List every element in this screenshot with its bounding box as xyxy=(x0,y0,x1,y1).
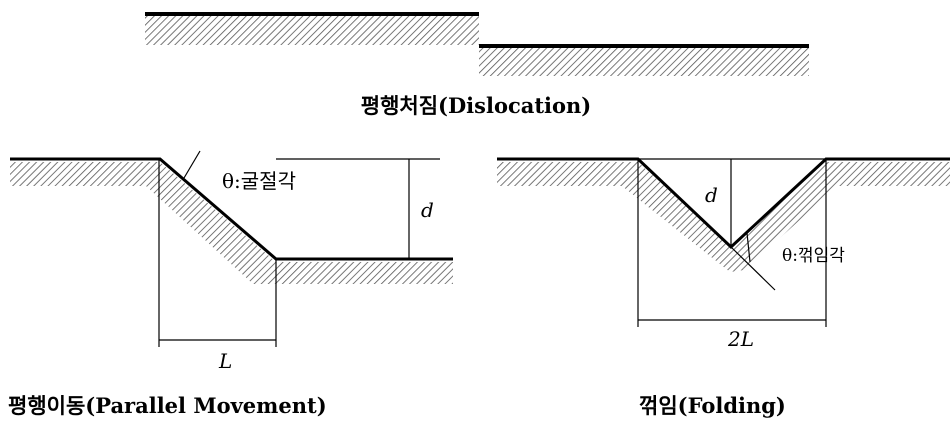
dislocation-figure xyxy=(145,12,809,76)
parallel-movement-figure xyxy=(10,150,453,347)
parallel-movement-caption: 평행이동(Parallel Movement) xyxy=(8,393,327,418)
right-ground-hatch xyxy=(826,162,950,186)
folding-figure xyxy=(497,157,950,327)
angle-reference-line xyxy=(183,150,201,179)
folding-depth-label: d xyxy=(705,183,718,207)
dislocation-caption: 평행처짐(Dislocation) xyxy=(361,93,592,118)
angle-reference-line xyxy=(746,232,751,263)
slope-ground-hatch xyxy=(146,162,276,284)
refraction-angle-label: θ:굴절각 xyxy=(222,169,296,193)
length-label: L xyxy=(218,349,232,373)
right-lower-ground-hatch xyxy=(479,48,809,76)
fold-angle-label: θ:꺾임각 xyxy=(782,246,845,266)
right-slope-hatch xyxy=(731,162,840,270)
left-upper-ground-hatch xyxy=(145,16,479,45)
left-ground-hatch xyxy=(497,162,638,186)
lower-right-ground-hatch xyxy=(253,262,453,284)
displaced-ground-profile xyxy=(10,157,453,261)
upper-left-ground-hatch xyxy=(10,162,160,186)
left-slope-hatch xyxy=(622,162,744,272)
folding-caption: 꺾임(Folding) xyxy=(639,393,786,418)
slope-extension-line xyxy=(730,246,776,291)
depth-label: d xyxy=(421,198,434,222)
double-length-label: 2L xyxy=(727,327,754,351)
